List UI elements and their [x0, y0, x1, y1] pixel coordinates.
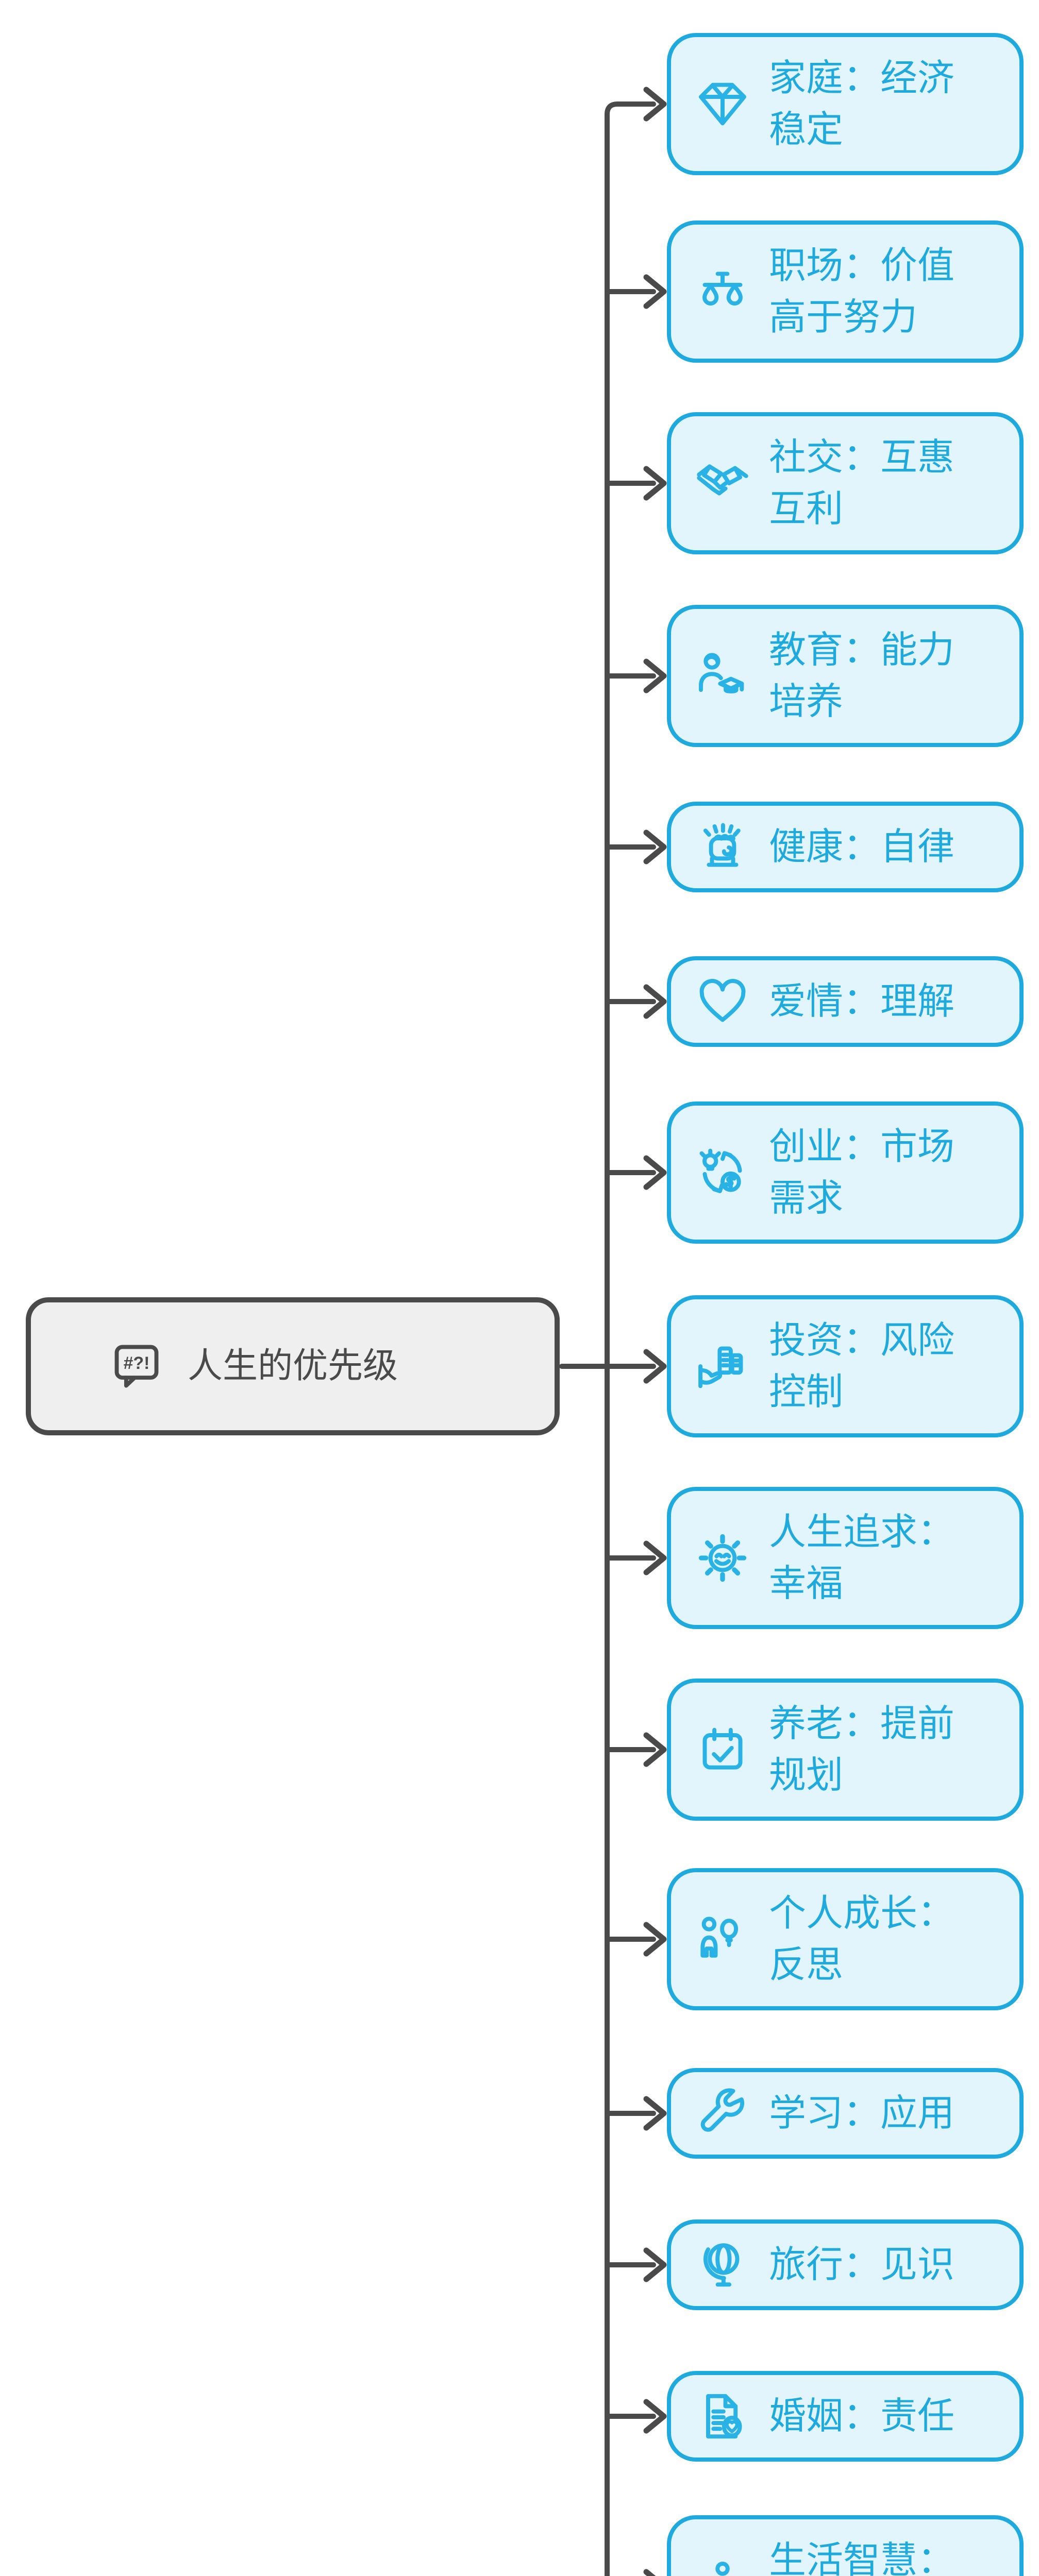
branch-node-social[interactable]: 社交：互惠互利: [667, 412, 1024, 554]
speech-bubble-icon: #?!: [108, 1338, 165, 1395]
globe-icon: [694, 2236, 751, 2294]
branch-node-family[interactable]: 家庭：经济稳定: [667, 33, 1024, 175]
branch-node-startup[interactable]: 创业：市场需求: [667, 1101, 1024, 1244]
branch-label: 生活智慧：知足: [769, 2540, 955, 2576]
branch-node-health[interactable]: 健康：自律: [667, 802, 1024, 892]
fist-rays-icon: [694, 818, 751, 876]
branch-label: 养老：提前规划: [769, 1703, 955, 1796]
document-heart-icon: [694, 2387, 751, 2445]
graduate-icon: [694, 647, 751, 705]
branch-label: 创业：市场需求: [769, 1126, 955, 1219]
branch-node-life-pursuit[interactable]: 人生追求：幸福: [667, 1487, 1024, 1629]
branch-node-travel[interactable]: 旅行：见识: [667, 2219, 1024, 2310]
heart-icon: [694, 973, 751, 1030]
branch-label: 健康：自律: [769, 826, 955, 868]
branch-node-marriage[interactable]: 婚姻：责任: [667, 2371, 1024, 2462]
handshake-icon: [694, 454, 751, 512]
branch-label: 社交：互惠互利: [769, 437, 955, 530]
branch-label: 学习：应用: [769, 2093, 955, 2134]
meditation-icon: [694, 2557, 751, 2576]
branch-node-personal-growth[interactable]: 个人成长：反思: [667, 1868, 1024, 2010]
branch-label: 教育：能力培养: [769, 630, 955, 722]
branch-label: 个人成长：反思: [769, 1893, 955, 1986]
smiling-sun-icon: [694, 1529, 751, 1587]
branch-label: 家庭：经济稳定: [769, 58, 955, 150]
calendar-check-icon: [694, 1721, 751, 1778]
branch-label: 投资：风险控制: [769, 1320, 955, 1413]
hand-buildings-icon: [694, 1337, 751, 1395]
branch-node-career[interactable]: 职场：价值高于努力: [667, 221, 1024, 363]
branch-label: 人生追求：幸福: [769, 1512, 955, 1604]
root-label: 人生的优先级: [188, 1346, 398, 1386]
branch-label: 爱情：理解: [769, 981, 955, 1022]
speech-bubble-text: #?!: [124, 1353, 150, 1373]
scales-icon: [694, 263, 751, 320]
branch-node-life-wisdom[interactable]: 生活智慧：知足: [667, 2515, 1024, 2576]
person-balloon-icon: [694, 1910, 751, 1968]
diamond-icon: [694, 75, 751, 133]
branch-node-investment[interactable]: 投资：风险控制: [667, 1295, 1024, 1437]
branch-label: 职场：价值高于努力: [769, 245, 955, 338]
wrench-icon: [694, 2084, 751, 2142]
idea-money-cycle-icon: [694, 1144, 751, 1201]
branch-node-education[interactable]: 教育：能力培养: [667, 605, 1024, 747]
branch-label: 旅行：见识: [769, 2244, 955, 2285]
branch-node-love[interactable]: 爱情：理解: [667, 956, 1024, 1047]
root-node[interactable]: #?! 人生的优先级: [26, 1297, 560, 1435]
branch-node-learning[interactable]: 学习：应用: [667, 2068, 1024, 2159]
branch-label: 婚姻：责任: [769, 2396, 955, 2437]
branch-node-retirement[interactable]: 养老：提前规划: [667, 1679, 1024, 1821]
